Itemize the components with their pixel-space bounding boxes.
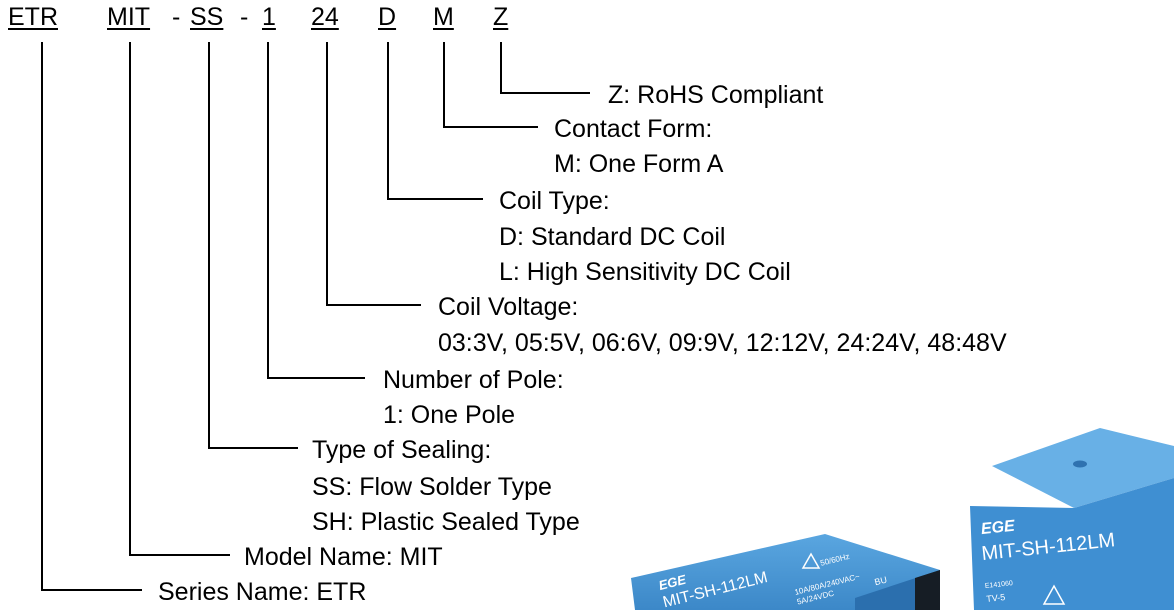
relay-brand-logo: EGE (980, 518, 1017, 539)
code-segment-voltage: 24 (311, 3, 339, 31)
code-segment-sealing: SS (190, 3, 224, 31)
field-label-contact-form: Contact Form: (554, 115, 713, 143)
field-option: 03:3V, 05:5V, 06:6V, 09:9V, 12:12V, 24:2… (438, 329, 1007, 357)
code-segment-series: ETR (8, 3, 58, 31)
field-option: SS: Flow Solder Type (312, 473, 552, 501)
relay-cert-label: E141060 (985, 580, 1014, 590)
relay-photo-right: EGE MIT-SH-112LM E141060 TV-5 (970, 428, 1174, 610)
field-option: D: Standard DC Coil (499, 223, 726, 251)
relay-vent-hole (1073, 460, 1087, 468)
field-option: SH: Plastic Sealed Type (312, 508, 580, 536)
field-label-pole: Number of Pole: (383, 366, 564, 394)
field-label-coil-type: Coil Type: (499, 187, 610, 215)
code-segment-pole: 1 (262, 3, 276, 31)
code-segment-model: MIT (107, 3, 151, 31)
field-label-model: Model Name: MIT (244, 543, 443, 571)
field-option: M: One Form A (554, 150, 724, 178)
relay-brand-logo: EGE (657, 572, 688, 593)
field-label-coil-voltage: Coil Voltage: (438, 293, 579, 321)
relay-code-label: BU (873, 574, 888, 587)
code-segment-contact-form: M (433, 3, 454, 31)
relay-rating-label: TV-5 (986, 592, 1006, 604)
warning-triangle-icon (1042, 584, 1066, 605)
code-segment-coil-type: D (378, 3, 397, 31)
field-label-rohs: Z: RoHS Compliant (608, 81, 824, 109)
field-label-sealing: Type of Sealing: (312, 436, 492, 464)
warning-triangle-icon (801, 552, 821, 569)
code-separator: - (240, 3, 249, 31)
relay-photo-left: EGE MIT-SH-112LM 50/60Hz 10A/80A/240VAC~… (631, 534, 940, 610)
code-segment-rohs: Z (493, 3, 509, 31)
field-option: 1: One Pole (383, 401, 516, 429)
field-option: L: High Sensitivity DC Coil (499, 258, 791, 286)
code-separator: - (172, 3, 181, 31)
field-label-series: Series Name: ETR (158, 578, 367, 606)
